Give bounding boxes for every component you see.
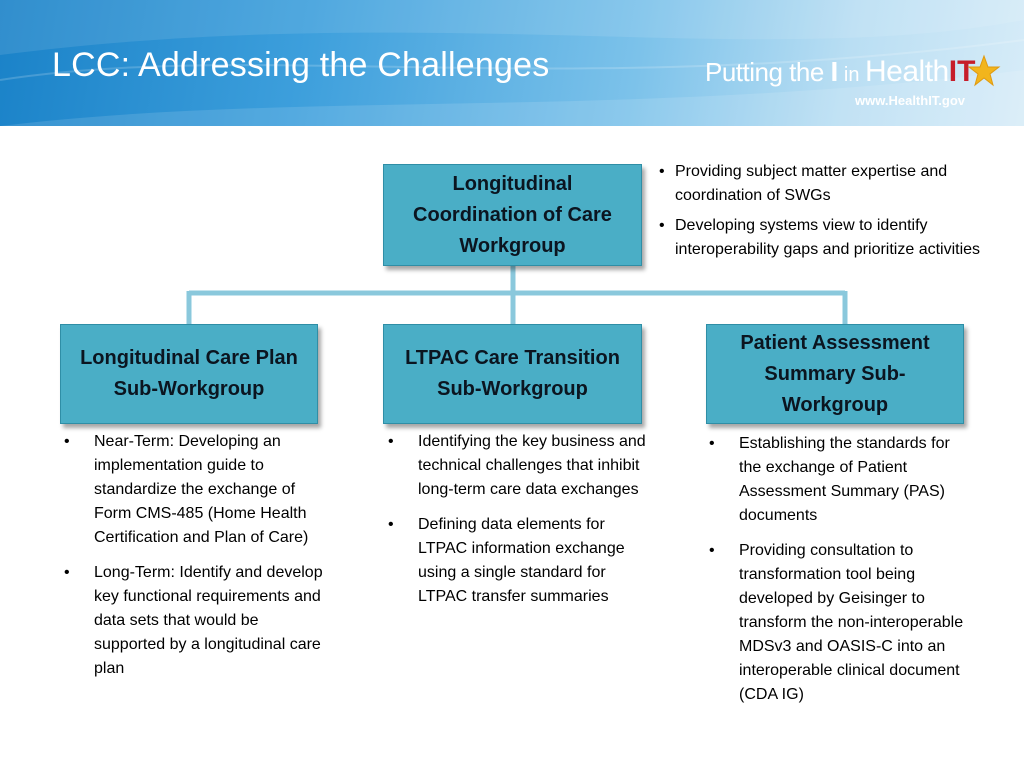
box-ltpac-label: LTPAC Care Transition Sub-Workgroup — [405, 347, 620, 400]
logo-health: Health — [865, 55, 949, 88]
header-wave-decoration — [0, 0, 1024, 126]
box-pas-label: Patient Assessment Summary Sub-Workgroup — [740, 331, 930, 416]
slide-title: LCC: Addressing the Challenges — [52, 46, 550, 84]
healthit-logo: Putting the I in HealthIT www.HealthIT.g… — [705, 52, 1005, 112]
top-bullet-list: Providing subject matter expertise and c… — [659, 160, 989, 268]
list-item: Providing consultation to transformation… — [705, 539, 967, 707]
pas-bullet-list: Establishing the standards for the excha… — [705, 432, 967, 718]
ltpac-bullet-list: Identifying the key business and technic… — [384, 430, 652, 620]
header-banner: LCC: Addressing the Challenges Putting t… — [0, 0, 1024, 126]
box-pas-subgroup: Patient Assessment Summary Sub-Workgroup — [706, 324, 964, 424]
box-lcc-workgroup: Longitudinal Coordination of Care Workgr… — [383, 164, 642, 266]
logo-wordmark: Putting the I in HealthIT — [705, 52, 975, 97]
list-item: Defining data elements for LTPAC informa… — [384, 513, 652, 609]
box-lcc-workgroup-label: Longitudinal Coordination of Care Workgr… — [413, 172, 612, 257]
list-item: Identifying the key business and technic… — [384, 430, 652, 502]
logo-it: IT — [948, 55, 976, 88]
list-item: Developing systems view to identify inte… — [659, 214, 989, 262]
logo-i-letter: I — [830, 56, 839, 87]
list-item: Providing subject matter expertise and c… — [659, 160, 989, 208]
box-care-plan-subgroup: Longitudinal Care Plan Sub-Workgroup — [60, 324, 318, 424]
logo-in-word: in — [838, 64, 866, 86]
list-item: Near-Term: Developing an implementation … — [60, 430, 326, 550]
logo-url: www.HealthIT.gov — [855, 93, 966, 108]
list-item: Establishing the standards for the excha… — [705, 432, 967, 528]
care-plan-bullet-list: Near-Term: Developing an implementation … — [60, 430, 326, 692]
box-ltpac-subgroup: LTPAC Care Transition Sub-Workgroup — [383, 324, 642, 424]
list-item: Long-Term: Identify and develop key func… — [60, 561, 326, 681]
star-icon — [967, 54, 1001, 87]
logo-prefix: Putting the — [705, 57, 831, 87]
box-care-plan-label: Longitudinal Care Plan Sub-Workgroup — [80, 347, 298, 400]
